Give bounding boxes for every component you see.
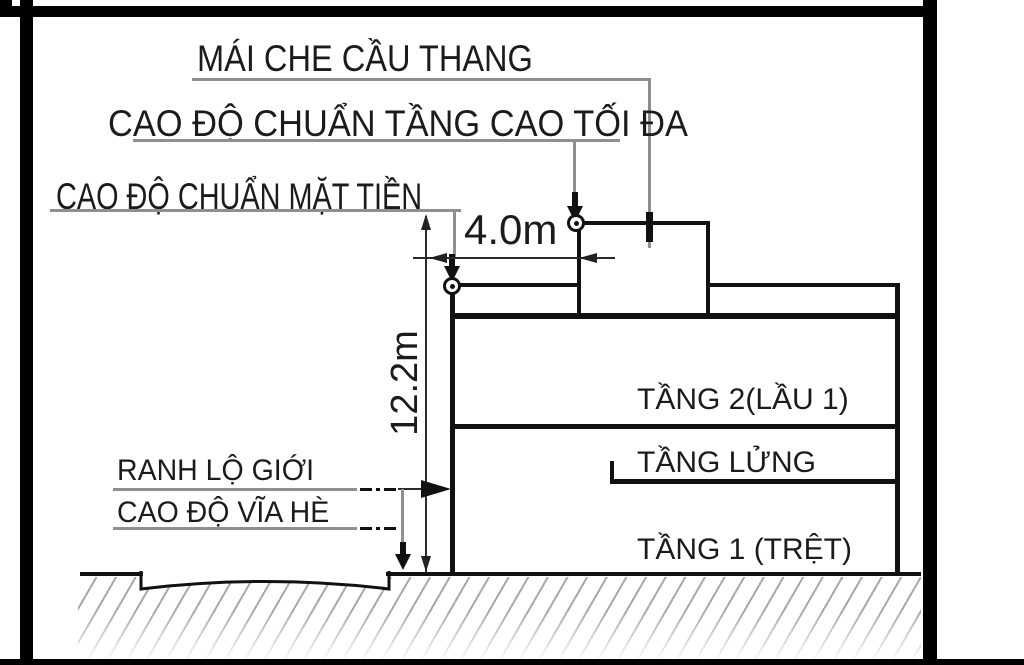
dim-4m-arrow-left (429, 253, 447, 263)
max-height-datum-marker (567, 214, 585, 232)
dim-4m-value: 4.0m (464, 206, 558, 253)
label-stair-roof: MÁI CHE CẦU THANG (197, 38, 533, 79)
stair-roof-left-wall (577, 221, 581, 319)
road-boundary-arrow (421, 480, 451, 498)
ground-line-right (386, 572, 921, 576)
road-boundary-underline (113, 488, 357, 491)
road-boundary-dash2 (384, 488, 396, 491)
label-floor-1: TẦNG 1 (TRỆT) (637, 533, 852, 566)
dim-4m-line (413, 257, 615, 259)
road-boundary-dash1 (360, 488, 372, 491)
label-road-boundary: RANH LỘ GIỚI (117, 454, 315, 487)
sidewalk-dash1 (360, 527, 372, 530)
building-right-wall (895, 283, 900, 575)
frame-bottom-bar (0, 659, 1024, 665)
leader-stair-roof-tick (646, 212, 653, 242)
sidewalk-pin-shaft (400, 542, 406, 556)
building-front-wall (450, 283, 455, 575)
label-facade-datum: CAO ĐỘ CHUẨN MẶT TIỀN (56, 176, 423, 217)
leader-stair-roof-underline (192, 78, 651, 81)
sidewalk-dot (376, 527, 380, 530)
dim-12m-line (425, 216, 427, 572)
road-boundary-arrow-line (398, 488, 422, 490)
road-boundary-dot (376, 488, 380, 491)
roof-slab (450, 313, 900, 319)
label-max-height-datum: CAO ĐỘ CHUẨN TẦNG CAO TỐI ĐA (108, 103, 688, 144)
max-height-pin-shaft (572, 192, 578, 208)
dim-4m-arrow-right (579, 253, 597, 263)
floor-slab-tang2 (450, 424, 900, 429)
frame-top-bar (0, 6, 937, 17)
dim-12m-arrow-top (421, 214, 431, 230)
mezzanine-slab-tick (610, 461, 614, 481)
sidewalk-pin-arrow (395, 554, 411, 570)
dim-12m-arrow-bottom (421, 556, 431, 572)
dim-12m-value: 12.2m (384, 330, 426, 436)
label-sidewalk-level: CAO ĐỘ VĨA HÈ (117, 496, 330, 529)
label-mezzanine: TẦNG LỬNG (637, 446, 816, 479)
parapet-right-top (706, 283, 900, 287)
leader-facade-underline (50, 209, 461, 212)
stair-roof-right-wall (706, 221, 710, 319)
frame-right-bar (923, 0, 937, 665)
label-floor-2: TẦNG 2(LẦU 1) (637, 383, 849, 416)
road-dip (139, 571, 391, 591)
leader-max-height-vertical (573, 141, 576, 197)
stair-roof-top (577, 221, 710, 225)
ground-hatch-fade (78, 577, 921, 660)
sidewalk-leader-vertical (401, 489, 404, 546)
leader-stair-roof-vertical (648, 78, 651, 248)
sidewalk-underline (113, 527, 357, 530)
ground-line-left (80, 572, 143, 576)
facade-pin-shaft (449, 254, 455, 268)
leader-facade-vertical (453, 211, 456, 259)
sidewalk-dash2 (384, 527, 396, 530)
facade-datum-marker (443, 277, 461, 295)
leader-max-height-underline (133, 139, 620, 142)
mezzanine-slab (610, 479, 900, 484)
frame-left-bar (20, 0, 33, 665)
parapet-front-top (450, 283, 580, 287)
